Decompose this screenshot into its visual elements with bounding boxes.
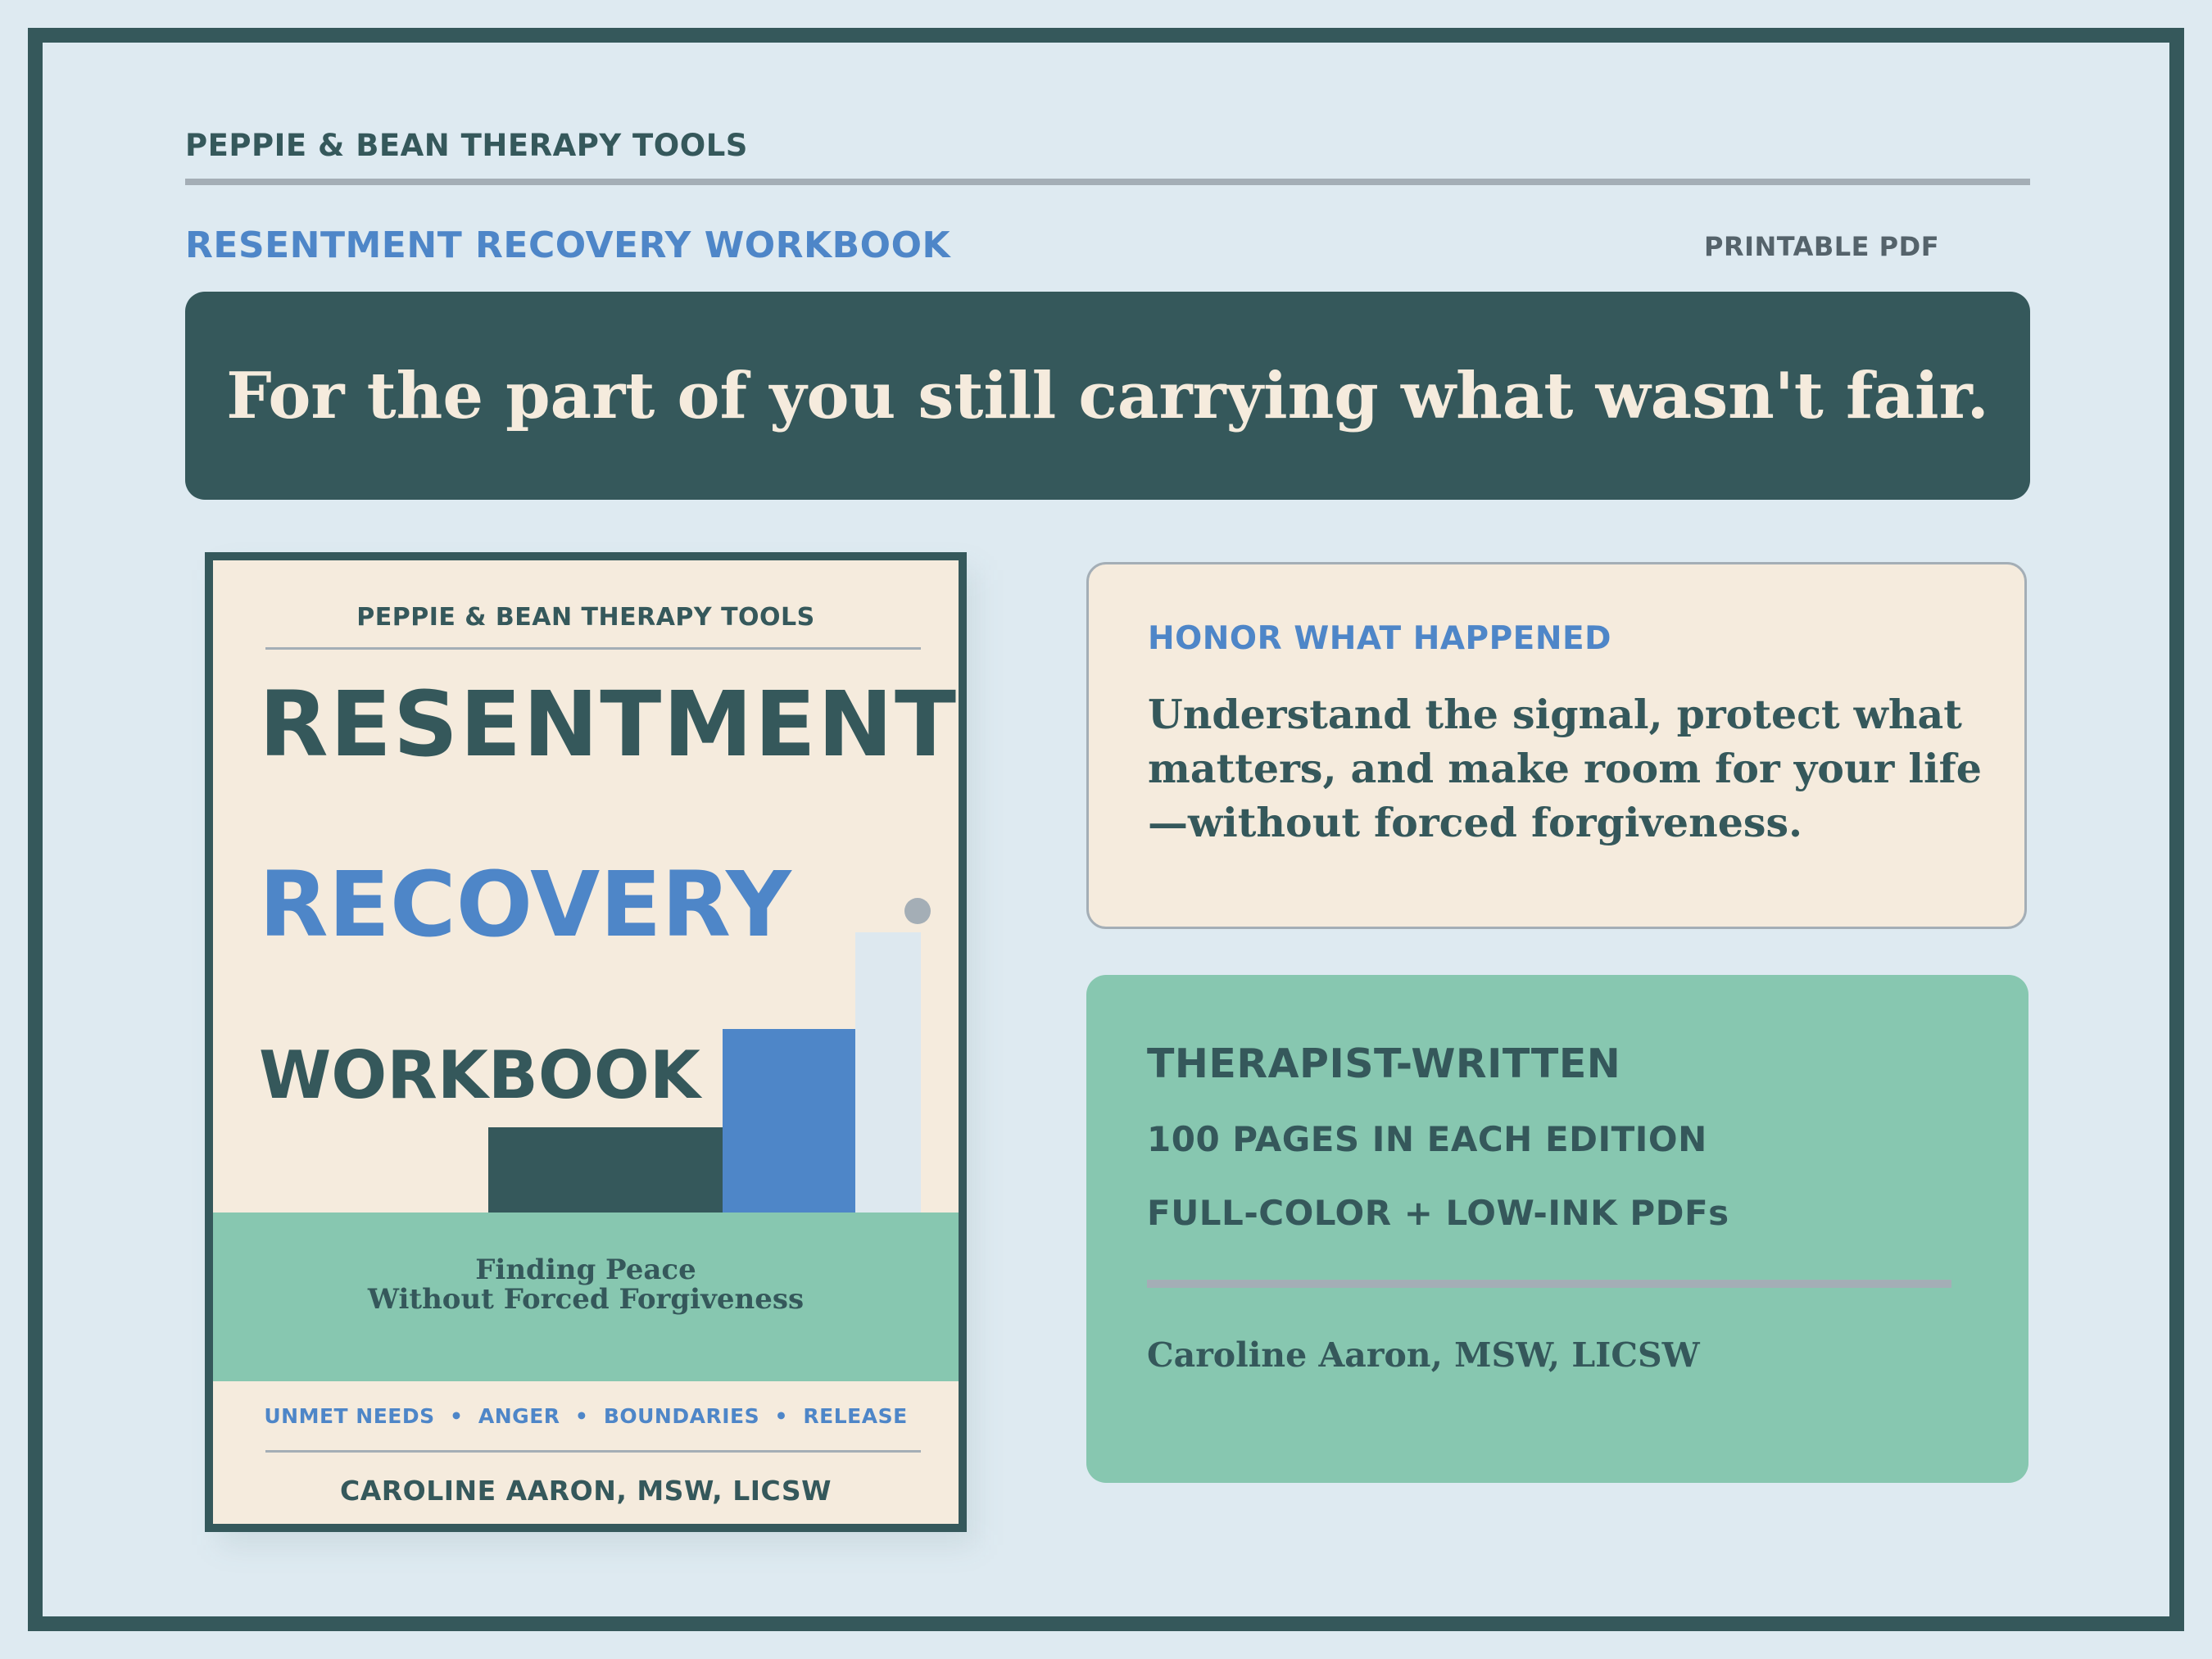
step-graphic-dot: [904, 898, 931, 924]
brand-name: PEPPIE & BEAN THERAPY TOOLS: [185, 128, 748, 163]
features-author: Caroline Aaron, MSW, LICSW: [1147, 1335, 1700, 1375]
step-graphic-low: [488, 1127, 723, 1213]
feature-pdf-formats: FULL-COLOR + LOW-INK PDFs: [1147, 1193, 1729, 1233]
book-tagline: Finding Peace Without Forced Forgiveness: [213, 1255, 959, 1314]
book-author-divider: [265, 1450, 921, 1453]
feature-page-count: 100 PAGES IN EACH EDITION: [1147, 1119, 1707, 1159]
book-topics: UNMET NEEDS • ANGER • BOUNDARIES • RELEA…: [264, 1404, 908, 1428]
book-title-line-2: RECOVERY: [259, 852, 791, 957]
book-title-line-3: WORKBOOK: [259, 1037, 700, 1113]
book-tagline-band: [213, 1213, 959, 1381]
book-brand-divider: [265, 647, 921, 650]
product-subtitle: RESENTMENT RECOVERY WORKBOOK: [185, 224, 951, 266]
headline-banner: For the part of you still carrying what …: [185, 292, 2030, 500]
book-author: CAROLINE AARON, MSW, LICSW: [339, 1475, 832, 1507]
book-brand: PEPPIE & BEAN THERAPY TOOLS: [356, 603, 815, 632]
honor-card: HONOR WHAT HAPPENED Understand the signa…: [1086, 562, 2027, 929]
book-tagline-line-2: Without Forced Forgiveness: [367, 1283, 805, 1316]
header-divider: [185, 179, 2030, 185]
headline-text: For the part of you still carrying what …: [226, 358, 1989, 433]
format-label: PRINTABLE PDF: [1704, 231, 1940, 262]
honor-heading: HONOR WHAT HAPPENED: [1148, 620, 1611, 657]
features-divider: [1147, 1280, 1951, 1288]
honor-body: Understand the signal, protect what matt…: [1148, 691, 1982, 846]
book-title-line-1: RESENTMENT: [259, 672, 959, 777]
outer-frame: [28, 28, 2184, 1631]
step-graphic-mid: [723, 1029, 855, 1213]
feature-therapist-written: THERAPIST-WRITTEN: [1147, 1040, 1621, 1087]
book-cover: PEPPIE & BEAN THERAPY TOOLS RESENTMENT R…: [205, 552, 967, 1532]
features-card: THERAPIST-WRITTEN 100 PAGES IN EACH EDIT…: [1086, 975, 2028, 1483]
step-graphic-high: [855, 932, 921, 1213]
book-tagline-line-1: Finding Peace: [475, 1253, 696, 1286]
